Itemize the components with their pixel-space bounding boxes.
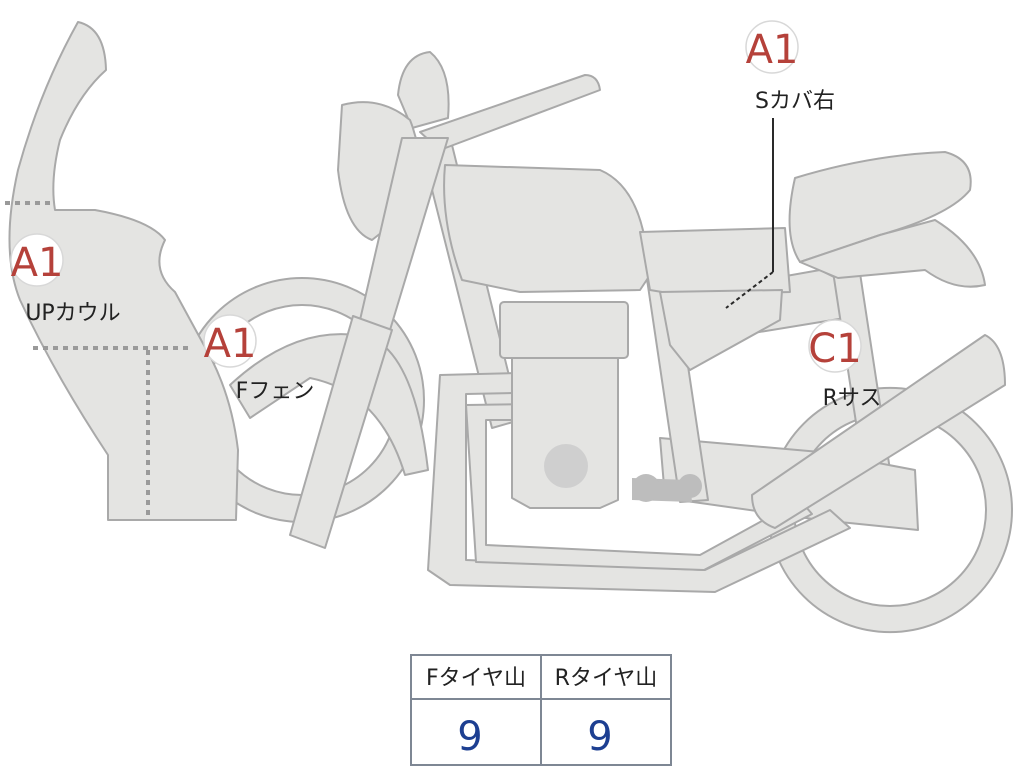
table-value-cell bbox=[410, 698, 542, 766]
front-tire-header: Fタイヤ山 bbox=[426, 666, 526, 691]
grade-badge bbox=[745, 20, 799, 74]
grade-badge bbox=[10, 233, 64, 287]
seat bbox=[788, 151, 972, 263]
front-fork-lower bbox=[289, 315, 393, 549]
grade-text: A1 bbox=[11, 240, 64, 286]
grade-badge bbox=[203, 314, 257, 368]
s-cover-leader-dash bbox=[725, 271, 774, 309]
engine-case bbox=[511, 357, 619, 509]
upper-cowl bbox=[8, 21, 239, 521]
front-tire-value: 9 bbox=[457, 714, 482, 760]
side-cover-lower bbox=[659, 289, 783, 371]
cylinder-head bbox=[499, 301, 629, 359]
engine bbox=[499, 301, 702, 509]
grade-text: A1 bbox=[204, 321, 257, 367]
handlebar-assembly bbox=[337, 51, 601, 241]
footpeg-left bbox=[632, 474, 660, 502]
mirror bbox=[397, 51, 450, 129]
part-label: Rサス bbox=[823, 386, 882, 411]
part-label: Fフェン bbox=[236, 379, 315, 404]
muffler bbox=[751, 334, 1006, 529]
grade-badge bbox=[808, 319, 862, 373]
fuel-tank bbox=[443, 164, 651, 293]
part-label: UPカウル bbox=[25, 301, 120, 326]
tail-cowl bbox=[799, 219, 986, 288]
rear-tire-value: 9 bbox=[587, 714, 612, 760]
handlebar bbox=[419, 74, 601, 151]
callout-f-fender: A1 Fフェン bbox=[203, 314, 315, 404]
callout-up-cowl: A1 UPカウル bbox=[10, 233, 121, 326]
callout-s-cover-r: A1 Sカバ右 bbox=[745, 20, 835, 114]
tire-tread-table: Fタイヤ山 Rタイヤ山 9 9 bbox=[410, 654, 672, 766]
engine-cover bbox=[544, 444, 588, 488]
grade-text: A1 bbox=[746, 27, 799, 73]
footpeg-right bbox=[678, 474, 702, 498]
rear-tire-header: Rタイヤ山 bbox=[555, 666, 658, 691]
table-value-cell bbox=[540, 698, 672, 766]
part-label: Sカバ右 bbox=[755, 89, 835, 114]
grade-text: C1 bbox=[808, 326, 861, 372]
side-cover bbox=[639, 227, 791, 296]
rear-tire bbox=[767, 387, 1013, 633]
callout-r-sus: C1 Rサス bbox=[808, 319, 882, 411]
rear-wheel bbox=[767, 387, 1013, 633]
